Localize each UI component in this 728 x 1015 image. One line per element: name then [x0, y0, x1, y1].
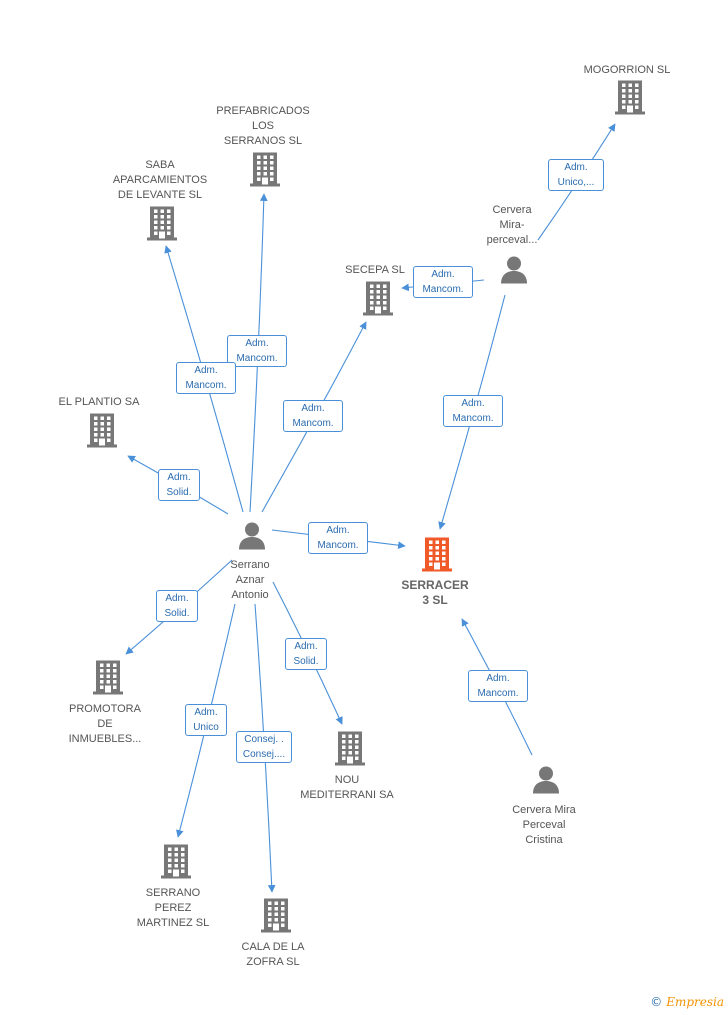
company-building-icon[interactable] [161, 844, 191, 885]
company-name-label[interactable]: PROMOTORA DE INMUEBLES... [68, 703, 142, 745]
company-building-icon[interactable] [87, 413, 117, 454]
company-name-label[interactable]: EL PLANTIO SA [58, 396, 140, 408]
company-name-label[interactable]: NOU MEDITERRANI SA [300, 774, 394, 801]
relation-label[interactable]: Consej. . Consej.... [236, 731, 292, 763]
copyright-symbol: © [650, 995, 663, 1009]
relation-label[interactable]: Adm. Mancom. [468, 670, 528, 702]
footer-brand[interactable]: ©Empresia [650, 995, 724, 1009]
relation-label[interactable]: Adm. Solid. [158, 469, 200, 501]
company-name-label[interactable]: SERRACER 3 SL [401, 578, 469, 607]
focus-company-building-icon[interactable] [422, 537, 452, 578]
company-building-icon[interactable] [250, 152, 280, 193]
relation-label[interactable]: Adm. Unico [185, 704, 227, 736]
brand-name: Empresia [666, 995, 724, 1009]
company-name-label[interactable]: SECEPA SL [345, 264, 405, 276]
relation-label[interactable]: Adm. Mancom. [308, 522, 368, 554]
company-building-icon[interactable] [363, 281, 393, 322]
relation-label[interactable]: Adm. Mancom. [443, 395, 503, 427]
company-building-icon[interactable] [93, 660, 123, 701]
company-name-label[interactable]: SABA APARCAMIENTOS DE LEVANTE SL [112, 159, 208, 201]
relation-label[interactable]: Adm. Solid. [156, 590, 198, 622]
company-building-icon[interactable] [335, 731, 365, 772]
relation-label[interactable]: Adm. Mancom. [176, 362, 236, 394]
company-name-label[interactable]: SERRANO PEREZ MARTINEZ SL [136, 887, 210, 929]
person-icon[interactable] [499, 255, 529, 290]
relation-label[interactable]: Adm. Unico,... [548, 159, 604, 191]
company-building-icon[interactable] [261, 898, 291, 939]
relation-label[interactable]: Adm. Mancom. [227, 335, 287, 367]
person-name-label[interactable]: Serrano Aznar Antonio [230, 559, 270, 601]
person-icon[interactable] [237, 521, 267, 556]
company-name-label[interactable]: PREFABRICADOS LOS SERRANOS SL [216, 105, 310, 147]
company-name-label[interactable]: MOGORRION SL [583, 64, 671, 76]
company-building-icon[interactable] [615, 80, 645, 121]
relation-label[interactable]: Adm. Mancom. [283, 400, 343, 432]
person-name-label[interactable]: Cervera Mira- perceval... [486, 204, 538, 246]
company-building-icon[interactable] [147, 206, 177, 247]
company-name-label[interactable]: CALA DE LA ZOFRA SL [241, 941, 305, 968]
person-name-label[interactable]: Cervera Mira Perceval Cristina [512, 804, 576, 846]
person-icon[interactable] [531, 765, 561, 800]
relation-label[interactable]: Adm. Solid. [285, 638, 327, 670]
relation-label[interactable]: Adm. Mancom. [413, 266, 473, 298]
